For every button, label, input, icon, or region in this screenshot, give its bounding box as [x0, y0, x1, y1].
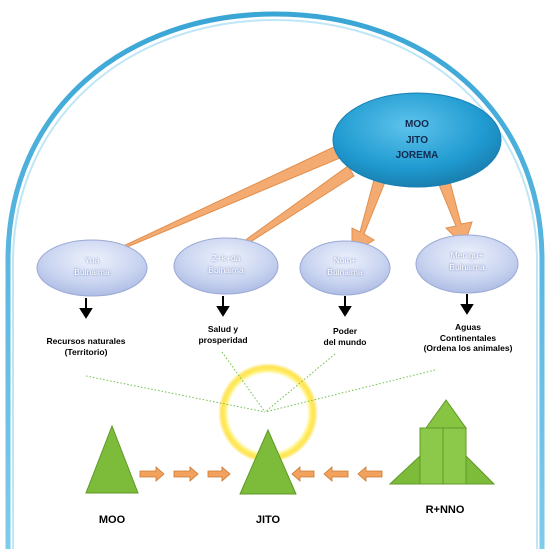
flow-arrows: [139, 466, 383, 482]
label-jito: JITO: [255, 514, 281, 526]
caption-poder: Poder del mundo: [323, 326, 367, 347]
label-moo: MOO: [98, 514, 126, 526]
oval-label-yua: Yua Buinaima: [74, 255, 110, 278]
oval-label-menigu: Menigu+ Buinaima: [449, 250, 485, 273]
caption-recursos: Recursos naturales (Territorio): [46, 336, 126, 357]
moo-triangle: [85, 424, 139, 494]
top-node-label: MOO JITO JOREMA: [395, 119, 439, 161]
convergence-lines: [85, 351, 436, 413]
arch-frame: [5, 11, 545, 549]
oval-label-noin: Noin+ Buinaima: [327, 255, 363, 278]
top-node-oval: [332, 92, 502, 188]
rnno-shape: [388, 399, 496, 485]
caption-aguas: Aguas Continentales (Ordena los animales…: [423, 322, 513, 354]
sun-glow: [218, 363, 318, 463]
oval-label-zkda: Z+k+da Buinaima: [208, 253, 244, 276]
down-arrows: [79, 294, 474, 319]
caption-salud: Salud y prosperidad: [198, 324, 248, 345]
branch-ovals: [36, 234, 519, 297]
label-rnno: R+NNO: [425, 504, 465, 516]
jito-triangle: [239, 428, 297, 495]
